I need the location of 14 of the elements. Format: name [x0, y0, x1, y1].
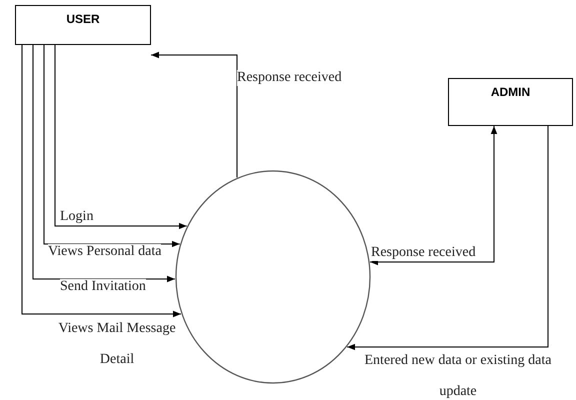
- arrow: [22, 44, 182, 318]
- arrow: [44, 44, 180, 248]
- edge-label: Login: [60, 209, 94, 225]
- arrow: [370, 126, 498, 266]
- arrow: [346, 126, 548, 350]
- arrow: [54, 44, 188, 230]
- entity-box: USER: [15, 5, 151, 45]
- edge-label: Entered new data or existing data update: [364, 352, 552, 400]
- entity-box: ADMIN: [448, 78, 573, 126]
- edge-label: Views Mail Message Detail: [57, 320, 177, 369]
- edge-label: Response received: [237, 70, 342, 86]
- edge-label: Response received: [371, 245, 476, 261]
- arrow: [150, 52, 238, 178]
- arrow: [32, 44, 176, 282]
